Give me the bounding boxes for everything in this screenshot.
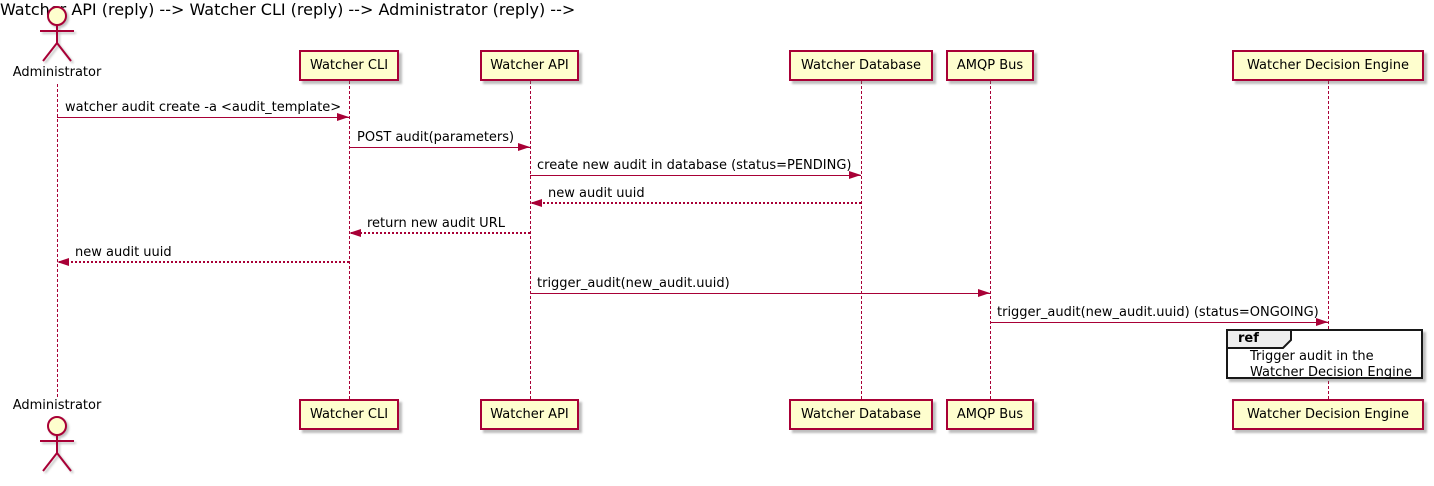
participant-watcher-cli-bottom: Watcher CLI: [299, 399, 399, 430]
ref-fragment: ref Trigger audit in the Watcher Decisio…: [1226, 329, 1423, 380]
message-label: return new audit URL: [367, 216, 505, 231]
lifeline-watcher-cli: [349, 81, 350, 399]
message-line: [990, 322, 1328, 323]
message-label: create new audit in database (status=PEN…: [537, 158, 852, 173]
lifeline-watcher-decision-engine: [1328, 81, 1329, 399]
actor-icon-bottom: [40, 416, 74, 472]
arrowhead-left-icon: [530, 199, 542, 207]
message-line: [530, 175, 861, 176]
arrowhead-right-icon: [518, 143, 530, 151]
arrowhead-right-icon: [849, 171, 861, 179]
message-line-dashed: [59, 261, 349, 263]
arrowhead-left-icon: [349, 229, 361, 237]
lifeline-amqp-bus: [990, 81, 991, 399]
lifeline-administrator: [57, 84, 58, 397]
message-label: trigger_audit(new_audit.uuid): [537, 276, 730, 291]
ref-text-line2: Watcher Decision Engine: [1250, 365, 1412, 380]
actor-label-top: Administrator: [12, 65, 102, 80]
lifeline-watcher-database: [861, 81, 862, 399]
message-label: new audit uuid: [75, 245, 172, 260]
ref-text-line1: Trigger audit in the: [1250, 349, 1374, 364]
actor-label-bottom: Administrator: [12, 398, 102, 413]
arrowhead-right-icon: [1316, 318, 1328, 326]
message-label: POST audit(parameters): [357, 130, 515, 145]
lifeline-watcher-api: [530, 81, 531, 399]
participant-watcher-cli-top: Watcher CLI: [299, 50, 399, 81]
participant-watcher-api-top: Watcher API: [480, 50, 579, 81]
arrowhead-right-icon: [978, 289, 990, 297]
message-label: trigger_audit(new_audit.uuid) (status=ON…: [997, 305, 1319, 320]
message-line: [349, 147, 530, 148]
message-line: [530, 293, 990, 294]
ref-keyword: ref: [1238, 331, 1259, 346]
arrowhead-right-icon: [337, 113, 349, 121]
participant-amqp-bus-bottom: AMQP Bus: [946, 399, 1034, 430]
message-label: watcher audit create -a <audit_template>: [65, 100, 342, 115]
message-line: [57, 117, 349, 118]
participant-watcher-decision-engine-bottom: Watcher Decision Engine: [1232, 399, 1424, 430]
message-label: new audit uuid: [548, 186, 645, 201]
ref-header-pentagon-icon: [1226, 329, 1292, 349]
participant-watcher-database-bottom: Watcher Database: [789, 399, 933, 430]
message-line-dashed: [532, 202, 861, 204]
actor-icon: [40, 6, 74, 62]
participant-amqp-bus-top: AMQP Bus: [946, 50, 1034, 81]
message-line-dashed: [351, 232, 530, 234]
participant-watcher-decision-engine-top: Watcher Decision Engine: [1232, 50, 1424, 81]
participant-watcher-api-bottom: Watcher API: [480, 399, 579, 430]
arrowhead-left-icon: [57, 258, 69, 266]
participant-watcher-database-top: Watcher Database: [789, 50, 933, 81]
